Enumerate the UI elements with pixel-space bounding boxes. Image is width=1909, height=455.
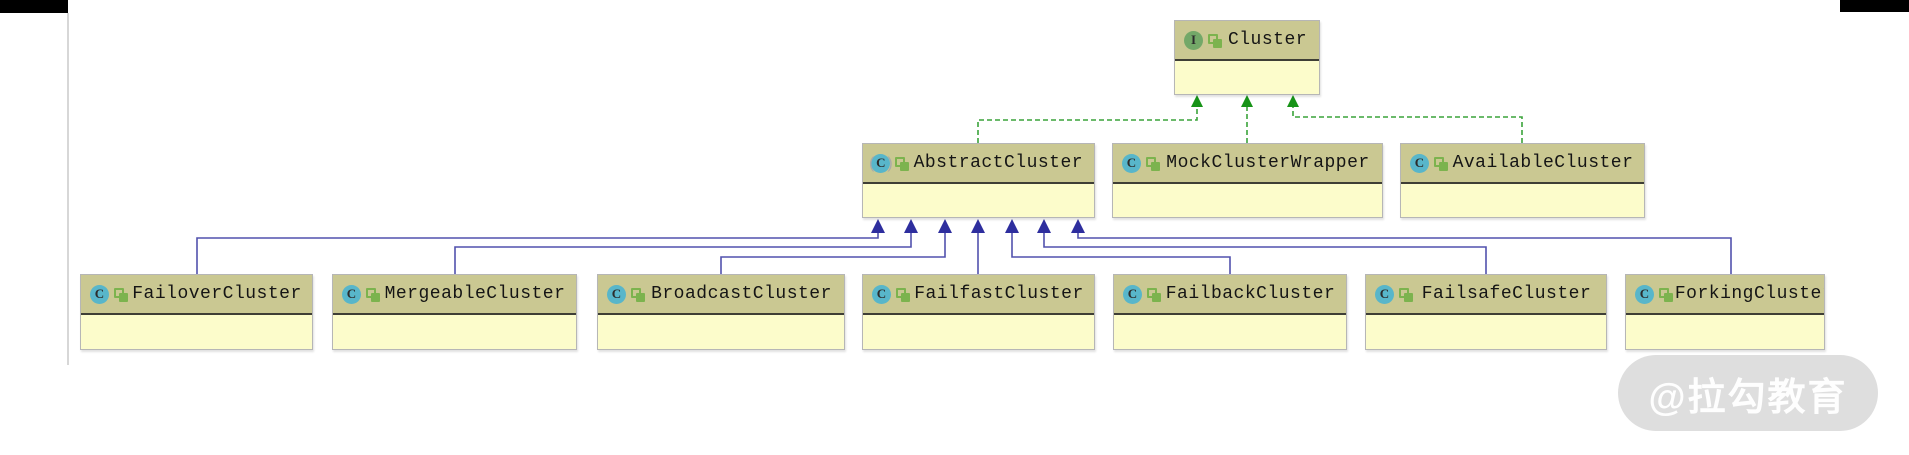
watermark: @拉勾教育 <box>1618 355 1878 431</box>
class-name-label: FailoverCluster <box>132 284 302 304</box>
class-icon: C <box>1123 284 1142 304</box>
abstract-paren-glyph: ( <box>869 154 875 172</box>
interface-icon: I <box>1184 30 1203 50</box>
class-node-forking-cluster[interactable]: C ForkingCluster <box>1625 274 1825 350</box>
lock-icon <box>896 287 910 302</box>
node-header: I Cluster <box>1175 21 1319 61</box>
class-node-available-cluster[interactable]: C AvailableCluster <box>1400 143 1645 218</box>
edge-implements-abstract-cluster-to-cluster <box>977 107 1198 143</box>
class-name-label: BroadcastCluster <box>651 284 832 304</box>
class-node-mock-cluster-wrapper[interactable]: C MockClusterWrapper <box>1112 143 1383 218</box>
abstract-class-icon: C <box>871 153 891 173</box>
arrowhead-implements-abstract-cluster <box>1191 95 1203 107</box>
node-header: C BroadcastCluster <box>598 275 844 315</box>
lock-icon <box>1399 287 1413 302</box>
class-name-label: Cluster <box>1227 30 1308 50</box>
class-icon: C <box>872 284 891 304</box>
class-icon: C <box>90 284 109 304</box>
edge-implements-available-cluster-to-cluster <box>1292 107 1523 143</box>
node-header: C AvailableCluster <box>1401 144 1644 184</box>
arrowhead-extends-failsafe-cluster <box>1037 219 1051 233</box>
arrowhead-extends-failover-cluster <box>871 219 885 233</box>
class-name-label: FailfastCluster <box>914 284 1084 304</box>
node-header: C FailfastCluster <box>863 275 1094 315</box>
node-header: C FailbackCluster <box>1114 275 1346 315</box>
arrowhead-extends-failfast-cluster <box>971 219 985 233</box>
class-icon: C <box>1635 284 1654 304</box>
node-header: C FailsafeCluster <box>1366 275 1606 315</box>
class-node-failsafe-cluster[interactable]: C FailsafeCluster <box>1365 274 1607 350</box>
arrowhead-extends-failback-cluster <box>1005 219 1019 233</box>
lock-icon <box>1659 287 1673 302</box>
class-icon: C <box>1122 153 1141 173</box>
class-node-abstract-cluster[interactable]: (C) AbstractCluster <box>862 143 1095 218</box>
class-node-failover-cluster[interactable]: C FailoverCluster <box>80 274 313 350</box>
class-node-cluster[interactable]: I Cluster <box>1174 20 1320 95</box>
edge-extends-failback-cluster-to-abstract-cluster <box>1011 233 1231 274</box>
arrowhead-extends-broadcast-cluster <box>938 219 952 233</box>
lock-icon <box>1147 287 1161 302</box>
edge-extends-failsafe-cluster-to-abstract-cluster <box>1043 233 1487 274</box>
node-header: C FailoverCluster <box>81 275 312 315</box>
class-node-failback-cluster[interactable]: C FailbackCluster <box>1113 274 1347 350</box>
arrowhead-implements-available-cluster <box>1287 95 1299 107</box>
class-icon: C <box>1410 153 1429 173</box>
edge-extends-failover-cluster-to-abstract-cluster <box>196 233 879 274</box>
edge-extends-forking-cluster-to-abstract-cluster <box>1077 233 1732 274</box>
class-name-label: MockClusterWrapper <box>1166 153 1370 173</box>
lock-icon <box>366 287 380 302</box>
class-name-label: AvailableCluster <box>1452 153 1634 173</box>
arrowhead-implements-mock-cluster-wrapper <box>1241 95 1253 107</box>
node-header: C MockClusterWrapper <box>1113 144 1382 184</box>
class-name-label: AbstractCluster <box>913 153 1084 173</box>
arrowhead-extends-mergeable-cluster <box>904 219 918 233</box>
class-node-failfast-cluster[interactable]: C FailfastCluster <box>862 274 1095 350</box>
lock-icon <box>1208 33 1222 48</box>
panel-border-line <box>67 13 69 365</box>
class-node-broadcast-cluster[interactable]: C BroadcastCluster <box>597 274 845 350</box>
class-name-label: ForkingCluster <box>1674 284 1825 304</box>
lock-icon <box>1146 156 1160 171</box>
class-icon: C <box>607 284 626 304</box>
node-header: C MergeableCluster <box>333 275 576 315</box>
window-edge-bar-left <box>0 0 68 13</box>
class-name-label: FailbackCluster <box>1165 284 1336 304</box>
edge-extends-mergeable-cluster-to-abstract-cluster <box>454 233 912 274</box>
lock-icon <box>631 287 645 302</box>
edge-extends-broadcast-cluster-to-abstract-cluster <box>720 233 946 274</box>
lock-icon <box>1434 156 1448 171</box>
class-node-mergeable-cluster[interactable]: C MergeableCluster <box>332 274 577 350</box>
lock-icon <box>894 156 909 171</box>
node-header: (C) AbstractCluster <box>863 144 1094 184</box>
class-name-label: FailsafeCluster <box>1421 284 1592 304</box>
class-name-label: MergeableCluster <box>384 284 566 304</box>
window-edge-bar-right <box>1840 0 1909 12</box>
node-header: C ForkingCluster <box>1626 275 1825 315</box>
class-icon: C <box>342 284 361 304</box>
class-icon: C <box>1375 284 1394 304</box>
arrowhead-extends-forking-cluster <box>1071 219 1085 233</box>
abstract-paren-glyph: ) <box>887 154 893 172</box>
lock-icon <box>114 287 128 302</box>
